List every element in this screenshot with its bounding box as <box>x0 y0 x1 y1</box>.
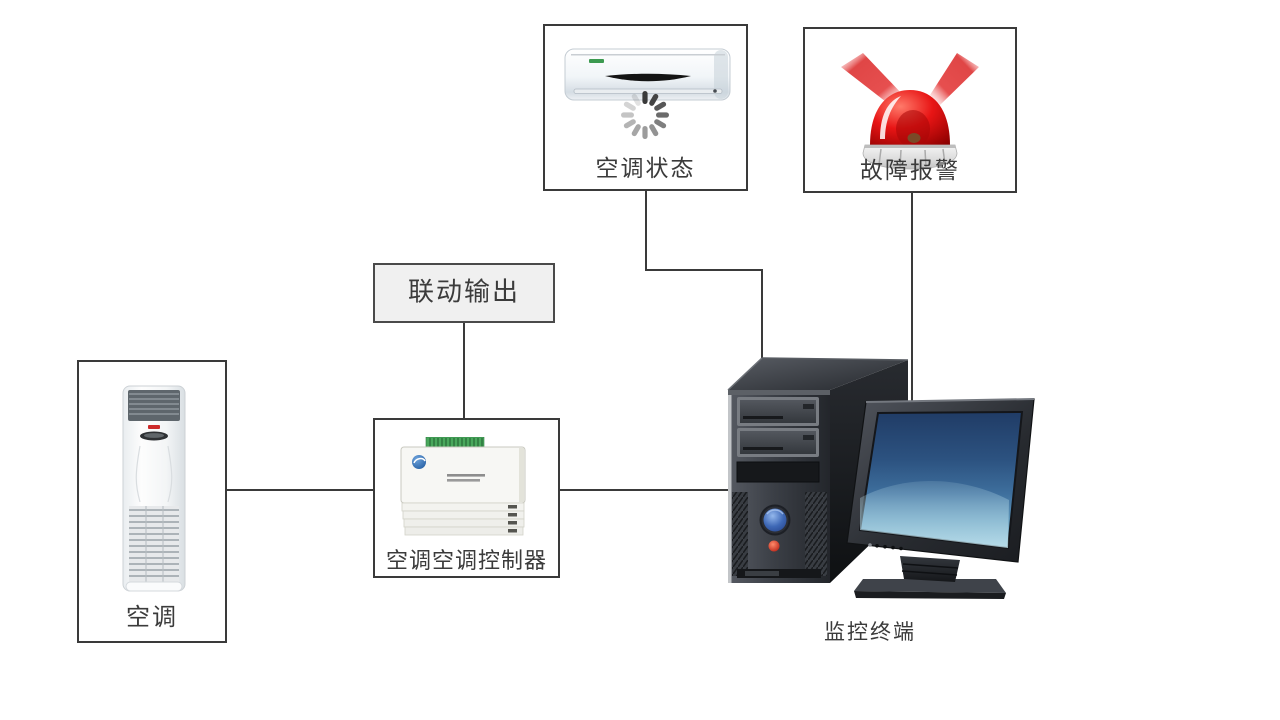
edge-status-to-terminal-h <box>645 269 763 271</box>
node-linkage-output: 联动输出 <box>373 263 555 323</box>
loading-spinner-icon <box>621 91 669 139</box>
edge-status-to-terminal-v2 <box>761 269 763 392</box>
floor-ac-icon <box>122 385 186 592</box>
computer-terminal-icon <box>727 357 1035 599</box>
node-linkage-output-label: 联动输出 <box>407 277 520 307</box>
node-ac-status: 空调状态 <box>543 24 748 191</box>
node-air-conditioner: 空调 <box>77 360 227 643</box>
node-ac-status-label: 空调状态 <box>595 155 696 181</box>
alarm-siren-icon <box>841 53 979 170</box>
node-monitor-terminal-label: 监控终端 <box>824 620 916 644</box>
node-controller: 空调空调控制器 <box>373 418 560 578</box>
edge-controller-to-terminal <box>560 489 730 491</box>
edge-alarm-to-terminal <box>911 193 913 401</box>
node-fault-alarm: 故障报警 <box>803 27 1017 193</box>
node-fault-alarm-label: 故障报警 <box>860 157 960 183</box>
controller-device-icon <box>400 437 526 536</box>
wall-ac-icon <box>564 48 731 101</box>
node-controller-label: 空调空调控制器 <box>385 547 547 573</box>
edge-ac-to-controller <box>227 489 373 491</box>
edge-linkage-to-controller <box>463 323 465 418</box>
edge-status-to-terminal-v1 <box>645 191 647 271</box>
node-air-conditioner-label: 空调 <box>126 604 178 631</box>
